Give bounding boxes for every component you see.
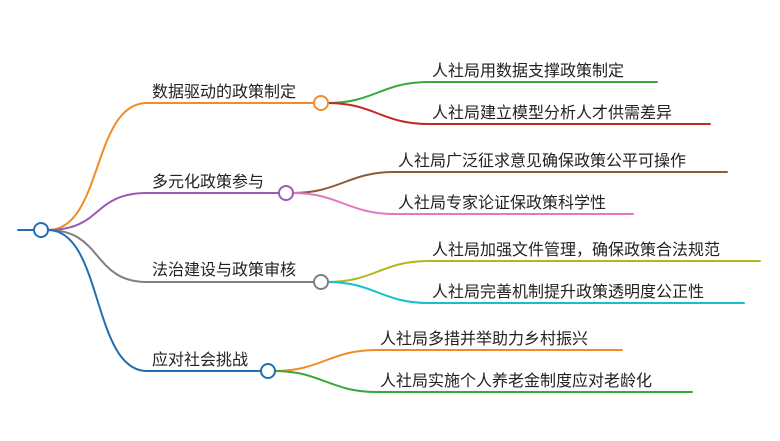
leaf-label-document-management: 人社局加强文件管理，确保政策合法规范 [432, 240, 721, 259]
leaf-label-transparency: 人社局完善机制提升政策透明度公正性 [432, 282, 705, 301]
leaf-connector [274, 349, 623, 372]
leaf-connector [327, 260, 761, 283]
leaf-label-expert-review: 人社局专家论证保政策科学性 [398, 193, 607, 212]
branch-connector [47, 229, 148, 283]
branch-connector [47, 102, 148, 231]
branch-label-social-challenges: 应对社会挑战 [152, 350, 249, 369]
branch-connector [47, 192, 148, 231]
branch-label-rule-of-law: 法治建设与政策审核 [152, 260, 297, 279]
branch-node[interactable] [260, 363, 276, 379]
branch-label-diverse-participation: 多元化政策参与 [152, 172, 265, 191]
leaf-connector [327, 81, 658, 104]
leaf-label-talent-model: 人社局建立模型分析人才供需差异 [432, 103, 673, 122]
branch-label-data-driven: 数据驱动的政策制定 [152, 82, 297, 101]
leaf-label-solicit-opinions: 人社局广泛征求意见确保政策公平可操作 [398, 151, 687, 170]
leaf-connector [292, 171, 728, 194]
root-node[interactable] [33, 222, 49, 238]
leaf-connector [274, 370, 693, 393]
leaf-connector [327, 281, 745, 304]
leaf-label-pension-aging: 人社局实施个人养老金制度应对老龄化 [380, 371, 653, 390]
leaf-connector [292, 192, 634, 215]
branch-node[interactable] [278, 185, 294, 201]
branch-connector [47, 229, 148, 372]
leaf-connector [327, 102, 711, 125]
leaf-label-rural-revitalization: 人社局多措并举助力乡村振兴 [380, 329, 589, 348]
branch-node[interactable] [313, 274, 329, 290]
leaf-label-data-support: 人社局用数据支撑政策制定 [432, 61, 625, 80]
branch-node[interactable] [313, 95, 329, 111]
